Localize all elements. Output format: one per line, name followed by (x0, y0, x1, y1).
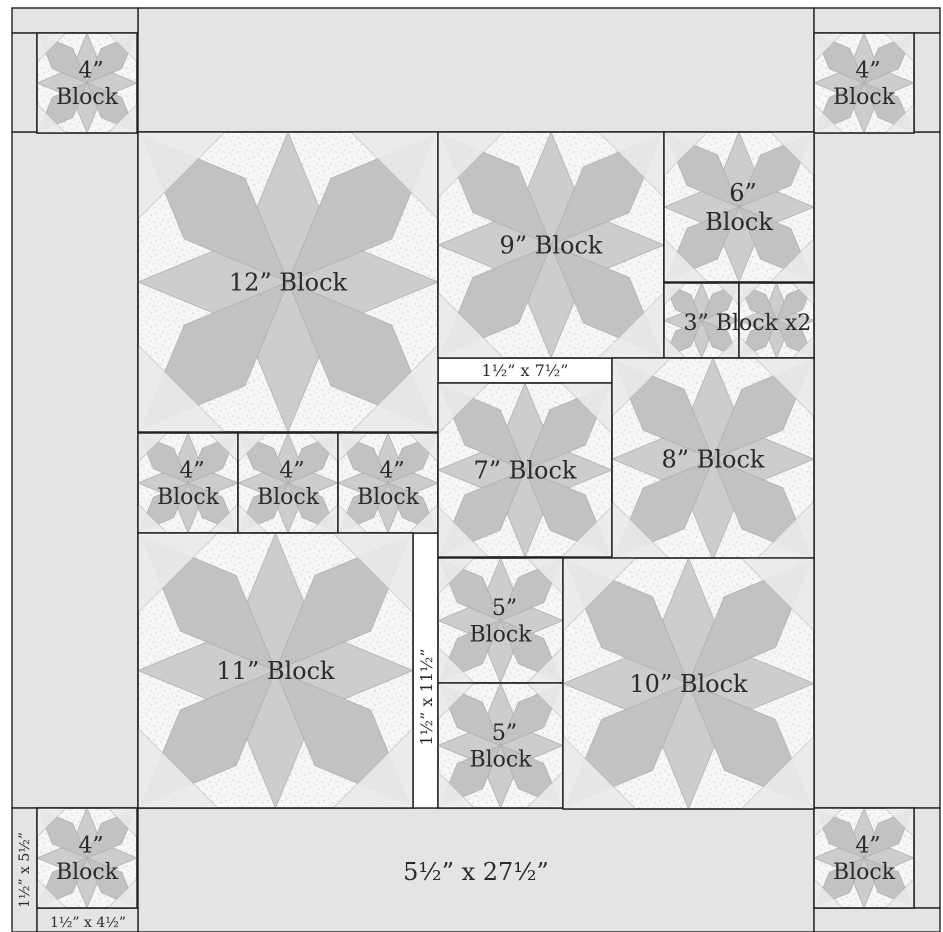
block-5a-word: Block (469, 622, 532, 647)
block-6-size: 6” (729, 179, 757, 207)
block-3b-label: ock x2 (739, 311, 811, 336)
corner-top-right-size: 4” (855, 59, 880, 84)
block-4c-word: Block (357, 485, 420, 510)
corner-label-side: 1½” x 5½” (17, 832, 33, 908)
corner-top-left-word: Block (56, 85, 119, 110)
block-6-word: Block (705, 208, 773, 236)
corner-bottom-left-size: 4” (78, 834, 103, 859)
block-8-label: 8” Block (662, 445, 765, 473)
corner-strip-tr-side (914, 33, 940, 132)
border-right (814, 132, 940, 808)
block-5b-size: 5” (492, 721, 517, 746)
corner-strip-tl-side (12, 33, 37, 132)
block-4a-word: Block (157, 485, 220, 510)
block-11-label: 11” Block (216, 657, 335, 685)
corner-top-left-size: 4” (78, 59, 103, 84)
border-left (12, 132, 138, 808)
block-4b-size: 4” (279, 459, 304, 484)
block-7-label: 7” Block (474, 456, 577, 484)
corner-top-right-word: Block (833, 85, 896, 110)
block-4b-word: Block (257, 485, 320, 510)
corner-bottom-right-word: Block (833, 860, 896, 885)
corner-label-bottom: 1½” x 4½” (50, 915, 126, 931)
corner-strip-tl-top (12, 8, 138, 33)
corner-strip-tr-top (814, 8, 940, 33)
block-4c-size: 4” (379, 459, 404, 484)
block-9-label: 9” Block (500, 231, 603, 259)
border-label-bottom: 5½” x 27½” (403, 858, 549, 886)
corner-bottom-left-word: Block (56, 860, 119, 885)
corner-strip-br-bottom (814, 908, 940, 932)
block-4a-size: 4” (179, 459, 204, 484)
border-top (138, 8, 814, 132)
block-5a-size: 5” (492, 596, 517, 621)
block-10-label: 10” Block (629, 670, 748, 698)
block-3a-label: 3” Bl (684, 311, 739, 336)
block-5b-word: Block (469, 747, 532, 772)
corner-strip-br-side (914, 808, 940, 908)
corner-bottom-right-size: 4” (855, 834, 880, 859)
block-12-label: 12” Block (229, 268, 348, 296)
strip-label-horizontal: 1½” x 7½” (482, 361, 569, 380)
strip-label-vertical: 1½” x 11½” (417, 648, 436, 745)
